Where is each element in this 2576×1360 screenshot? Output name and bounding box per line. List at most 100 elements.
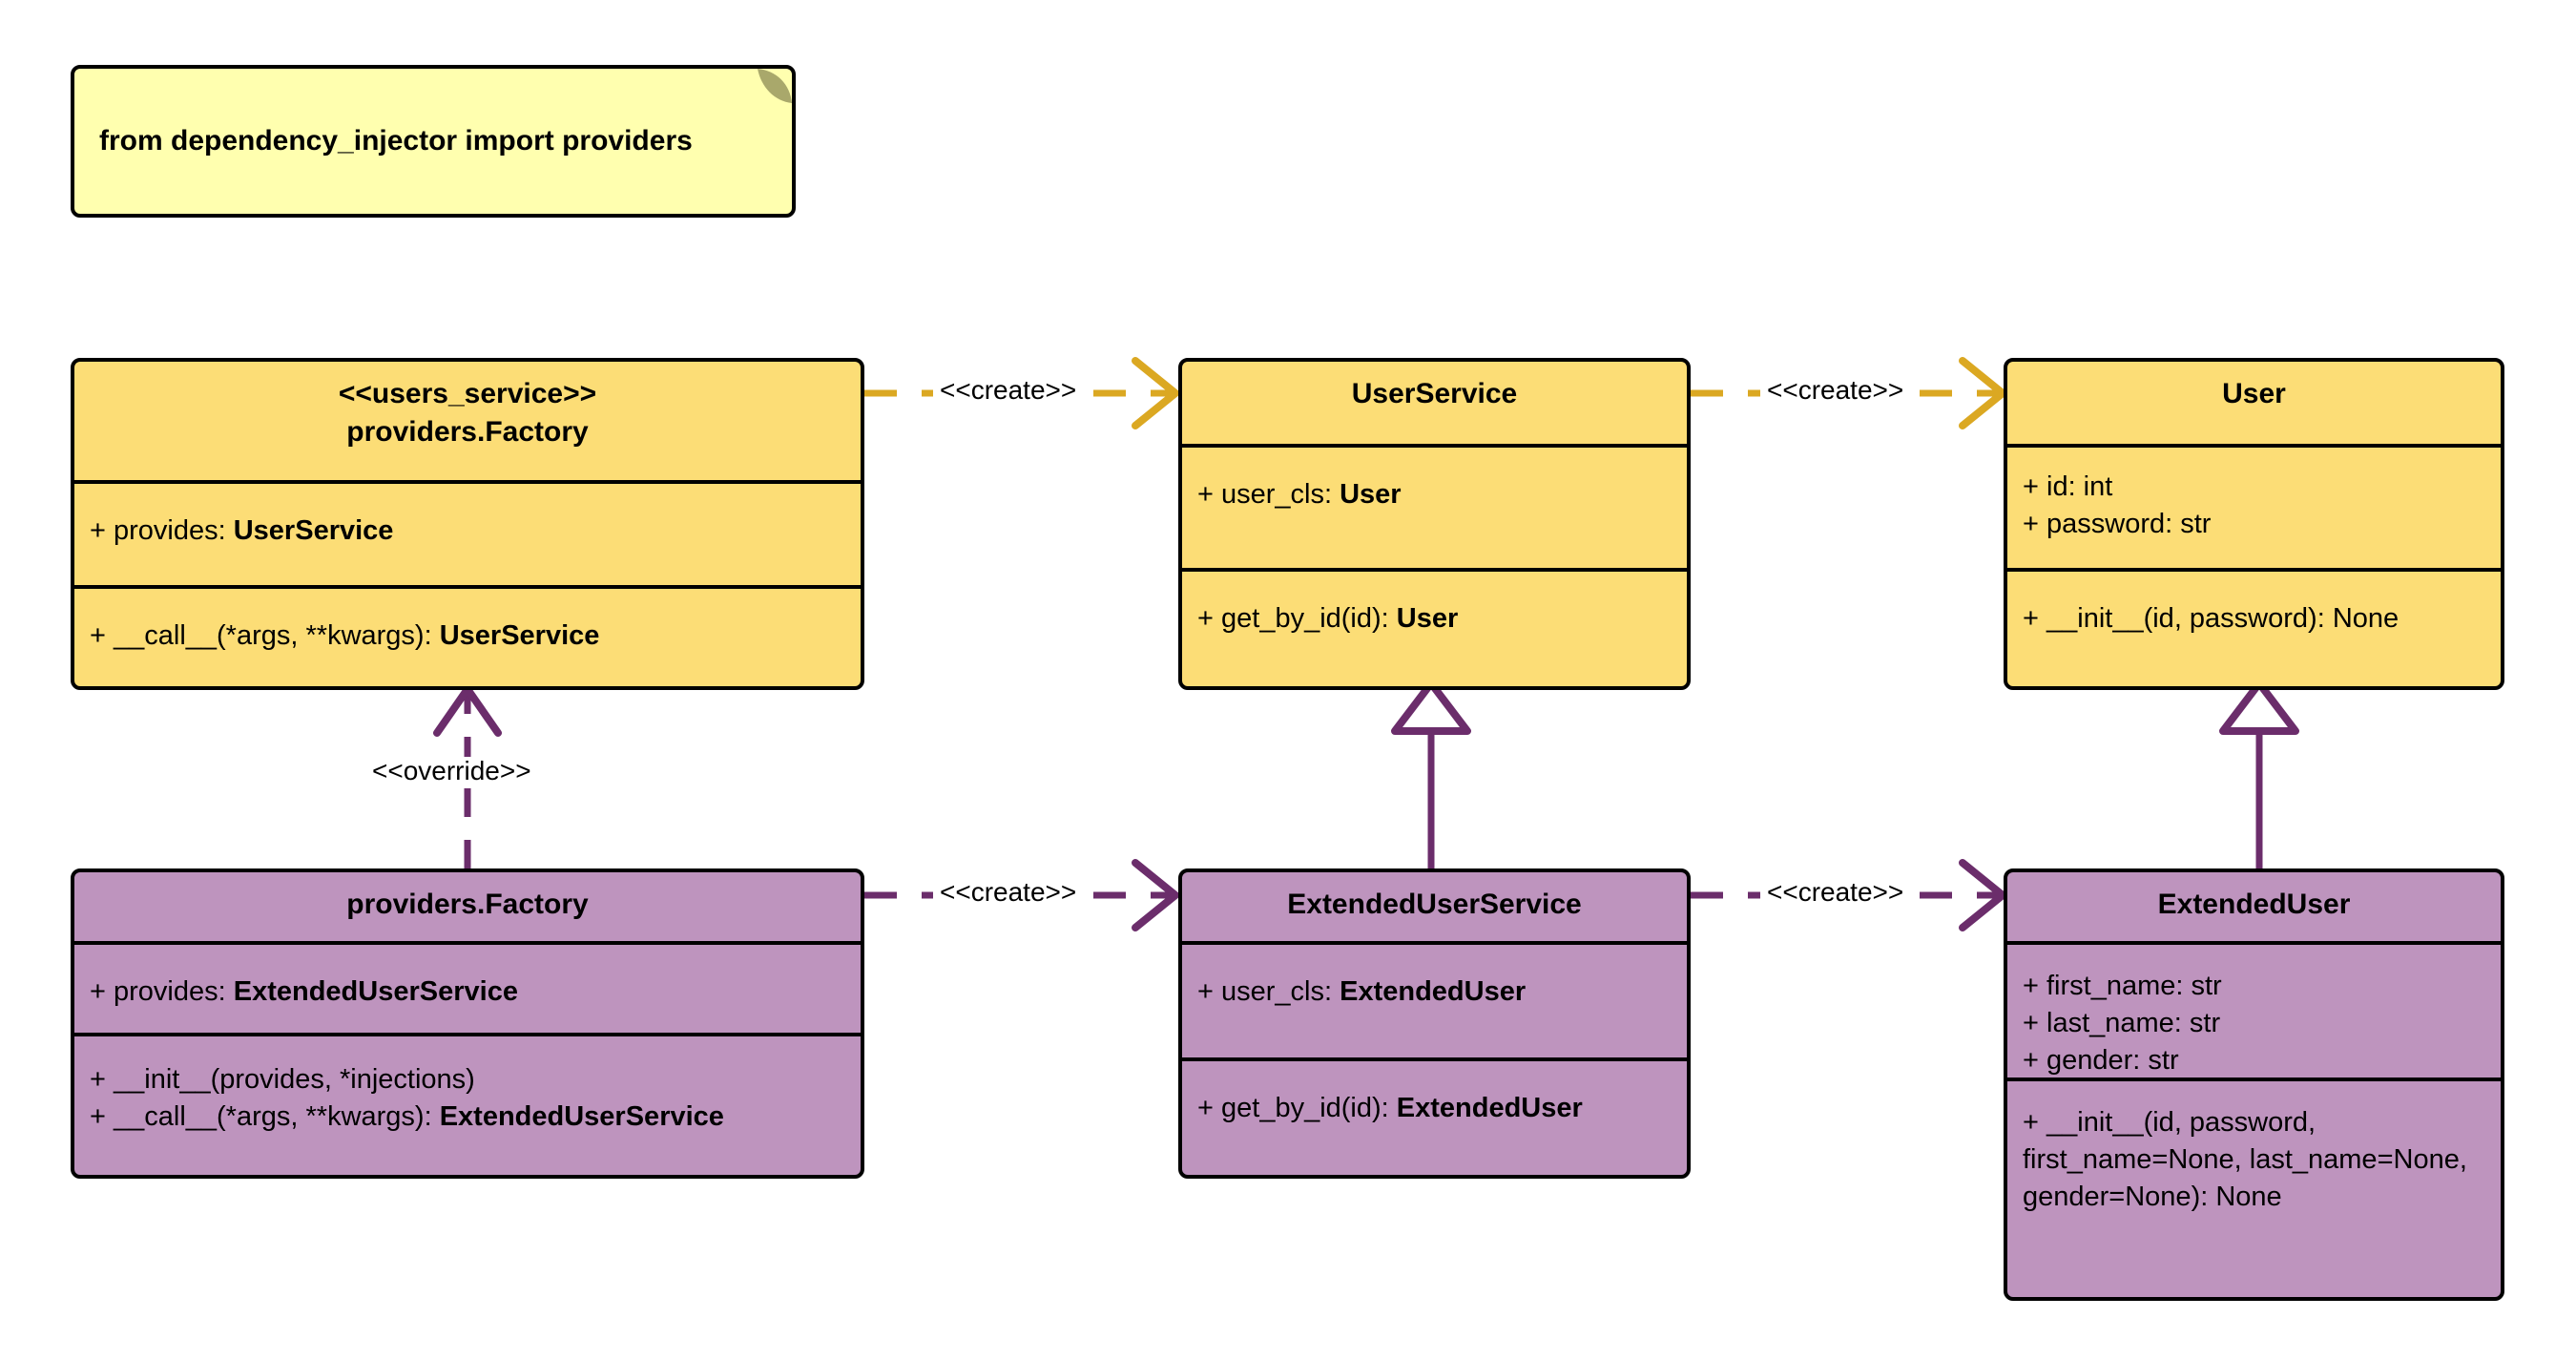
attribute-label: provides:	[114, 515, 234, 546]
class-title-compartment: UserService	[1182, 362, 1687, 444]
method-visibility: +	[2023, 603, 2039, 634]
method-label: __call__(*args, **kwargs):	[114, 620, 440, 651]
note-text: from dependency_injector import provider…	[99, 125, 693, 157]
class-methods-compartment: + get_by_id(id): User	[1182, 568, 1687, 686]
class-attribute: + last_name: str	[2023, 1005, 2485, 1042]
class-title-compartment: <<users_service>> providers.Factory	[74, 362, 861, 480]
class-attributes-compartment: + provides: ExtendedUserService	[74, 941, 861, 1033]
edge-create-top-right	[1691, 357, 2006, 429]
edge-label-create-top-left: <<create>>	[933, 375, 1084, 406]
attribute-visibility: +	[1197, 479, 1214, 510]
method-label: get_by_id(id):	[1221, 603, 1397, 634]
attribute-visibility: +	[90, 515, 106, 546]
edge-create-top-left	[864, 357, 1179, 429]
class-attribute: + provides: UserService	[90, 513, 845, 550]
class-attribute: + user_cls: User	[1197, 476, 1672, 513]
class-extended-user[interactable]: ExtendedUser + first_name: str + last_na…	[2004, 868, 2504, 1301]
method-visibility: +	[1197, 1093, 1214, 1123]
attribute-visibility: +	[90, 976, 106, 1007]
class-attributes-compartment: + user_cls: User	[1182, 444, 1687, 568]
class-method: + __call__(*args, **kwargs): ExtendedUse…	[90, 1098, 845, 1136]
method-label: get_by_id(id):	[1221, 1093, 1397, 1123]
attribute-label: id: int	[2046, 471, 2113, 502]
attribute-visibility: +	[1197, 976, 1214, 1007]
class-attribute: + user_cls: ExtendedUser	[1197, 973, 1672, 1011]
class-method: + get_by_id(id): ExtendedUser	[1197, 1090, 1672, 1127]
edge-label-create-top-right: <<create>>	[1760, 375, 1911, 406]
edge-create-bottom-left	[864, 859, 1179, 931]
attribute-label: first_name: str	[2046, 971, 2222, 1001]
class-title-compartment: ExtendedUserService	[1182, 872, 1687, 941]
method-visibility: +	[90, 1101, 106, 1133]
attribute-visibility: +	[2023, 971, 2039, 1001]
method-visibility: +	[90, 620, 106, 651]
attribute-visibility: +	[2023, 1008, 2039, 1039]
class-name: ExtendedUserService	[1287, 889, 1582, 920]
edge-generalization-user	[2219, 680, 2299, 868]
class-method: + __call__(*args, **kwargs): UserService	[90, 617, 845, 655]
class-attributes-compartment: + user_cls: ExtendedUser	[1182, 941, 1687, 1057]
edge-label-create-bottom-left: <<create>>	[933, 877, 1084, 908]
attribute-visibility: +	[2023, 509, 2039, 540]
class-user[interactable]: User + id: int + password: str + __init_…	[2004, 358, 2504, 690]
class-name: providers.Factory	[346, 889, 589, 920]
class-name: providers.Factory	[346, 415, 589, 448]
class-method: + __init__(provides, *injections)	[90, 1061, 845, 1098]
class-method: + __init__(id, password, first_name=None…	[2023, 1104, 2485, 1216]
class-attribute: + provides: ExtendedUserService	[90, 973, 845, 1011]
method-label: __init__(id, password, first_name=None, …	[2023, 1107, 2467, 1213]
method-type: User	[1396, 603, 1459, 634]
class-method: + get_by_id(id): User	[1197, 600, 1672, 638]
class-providers-factory[interactable]: providers.Factory + provides: ExtendedUs…	[71, 868, 864, 1179]
class-extended-user-service[interactable]: ExtendedUserService + user_cls: Extended…	[1178, 868, 1691, 1179]
class-attributes-compartment: + id: int + password: str	[2007, 444, 2501, 568]
class-attribute: + id: int	[2023, 469, 2485, 506]
class-name: UserService	[1351, 378, 1518, 409]
edge-create-bottom-right	[1691, 859, 2006, 931]
method-type: ExtendedUser	[1396, 1093, 1583, 1123]
method-label: __init__(provides, *injections)	[114, 1064, 475, 1095]
class-title-compartment: providers.Factory	[74, 872, 861, 941]
class-name: ExtendedUser	[2157, 889, 2351, 920]
class-title-compartment: ExtendedUser	[2007, 872, 2501, 941]
method-label: __call__(*args, **kwargs):	[114, 1101, 440, 1133]
class-attribute: + first_name: str	[2023, 968, 2485, 1005]
attribute-label: provides:	[114, 976, 234, 1007]
attribute-label: last_name: str	[2046, 1008, 2221, 1039]
attribute-visibility: +	[2023, 1045, 2039, 1077]
class-user-service[interactable]: UserService + user_cls: User + get_by_id…	[1178, 358, 1691, 690]
attribute-label: user_cls:	[1221, 976, 1340, 1007]
class-methods-compartment: + get_by_id(id): ExtendedUser	[1182, 1057, 1687, 1175]
attribute-type: UserService	[233, 515, 394, 546]
method-visibility: +	[2023, 1107, 2039, 1138]
attribute-label: password: str	[2046, 509, 2212, 540]
class-attributes-compartment: + first_name: str + last_name: str + gen…	[2007, 941, 2501, 1078]
class-attribute: + password: str	[2023, 506, 2485, 543]
class-title-compartment: User	[2007, 362, 2501, 444]
attribute-label: user_cls:	[1221, 479, 1340, 510]
method-label: __init__(id, password): None	[2046, 603, 2399, 634]
edge-label-create-bottom-right: <<create>>	[1760, 877, 1911, 908]
class-methods-compartment: + __init__(id, password): None	[2007, 568, 2501, 686]
method-visibility: +	[90, 1064, 106, 1095]
edge-generalization-service	[1391, 680, 1471, 868]
class-methods-compartment: + __init__(provides, *injections) + __ca…	[74, 1033, 861, 1175]
attribute-label: gender: str	[2046, 1045, 2179, 1077]
class-method: + __init__(id, password): None	[2023, 600, 2485, 638]
class-attribute: + gender: str	[2023, 1042, 2485, 1079]
attribute-visibility: +	[2023, 471, 2039, 502]
class-users-service-factory[interactable]: <<users_service>> providers.Factory + pr…	[71, 358, 864, 690]
class-name: User	[2222, 378, 2286, 409]
method-type: ExtendedUserService	[439, 1101, 724, 1133]
class-stereotype: <<users_service>>	[338, 378, 597, 409]
class-methods-compartment: + __init__(id, password, first_name=None…	[2007, 1078, 2501, 1297]
method-visibility: +	[1197, 603, 1214, 634]
attribute-type: ExtendedUserService	[233, 976, 518, 1007]
note-import: from dependency_injector import provider…	[71, 65, 796, 218]
attribute-type: User	[1340, 479, 1402, 510]
class-methods-compartment: + __call__(*args, **kwargs): UserService	[74, 585, 861, 686]
edge-label-override: <<override>>	[365, 756, 538, 786]
class-attributes-compartment: + provides: UserService	[74, 480, 861, 585]
